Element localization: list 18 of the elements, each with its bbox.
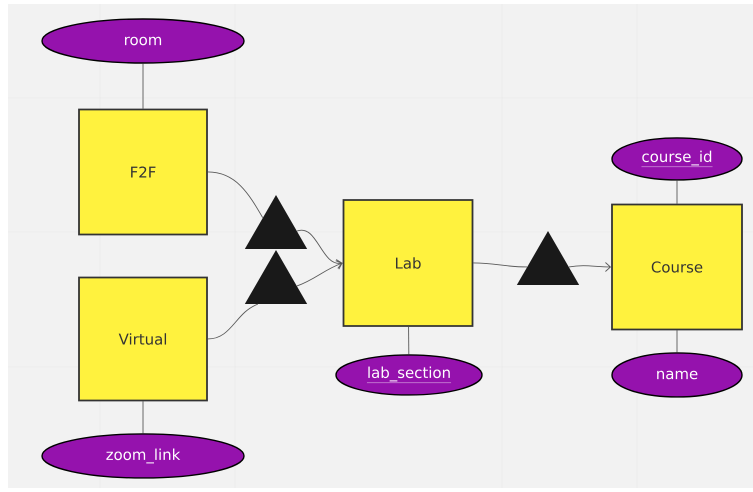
relationship-triangle (244, 250, 308, 304)
connector-line (676, 330, 678, 353)
connector-line (142, 400, 144, 434)
entity-box: Lab (342, 199, 474, 327)
connector-line (207, 172, 264, 218)
entity-box: Virtual (78, 276, 208, 402)
arrow (296, 260, 343, 286)
connector-line (676, 180, 678, 204)
relationship-triangle (244, 194, 308, 249)
entity-box: Course (611, 204, 743, 330)
arrow (296, 230, 343, 269)
arrow (568, 262, 612, 272)
connector-line (472, 262, 528, 268)
relationship-triangle (516, 230, 580, 285)
connector-line (408, 326, 410, 355)
connector-line (142, 63, 144, 110)
connector-line (207, 304, 258, 340)
entity-box: F2F (78, 108, 208, 236)
